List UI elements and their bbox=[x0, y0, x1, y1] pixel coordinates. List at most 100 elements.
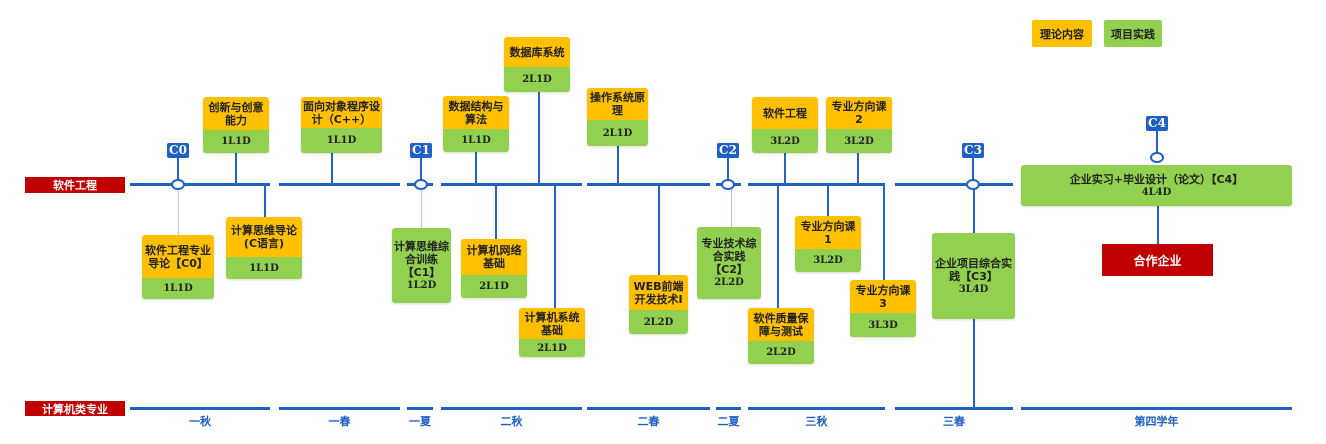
milestone-stem bbox=[1156, 131, 1158, 154]
course-code: 2L1D bbox=[587, 120, 648, 146]
course-box: 企业项目综合实践【C3】3L4D bbox=[932, 233, 1015, 319]
term-label: 三春 bbox=[943, 415, 965, 428]
course-code: 2L1D bbox=[461, 275, 527, 298]
milestone-stem bbox=[972, 158, 974, 181]
course-code: 3L3D bbox=[850, 313, 916, 337]
connector-line bbox=[331, 153, 333, 184]
connector-line bbox=[421, 190, 422, 228]
course-code: 1L1D bbox=[203, 130, 269, 153]
term-label: 二夏 bbox=[717, 415, 740, 428]
course-code: 2L2D bbox=[748, 341, 814, 364]
connector-line bbox=[827, 184, 829, 216]
course-title: 面向对象程序设计（C++） bbox=[301, 97, 382, 128]
course-title: 创新与创意能力 bbox=[203, 97, 269, 130]
milestone-node-icon bbox=[1150, 152, 1164, 163]
connector-line bbox=[235, 153, 237, 184]
course-title: 软件工程 bbox=[752, 97, 818, 129]
course-title: 计算思维导论(C语言) bbox=[226, 217, 302, 257]
top-track-label: 软件工程 bbox=[25, 177, 125, 193]
top-timeline-segment bbox=[441, 183, 582, 186]
term-label: 一春 bbox=[328, 415, 351, 428]
top-timeline-segment bbox=[279, 183, 400, 186]
course-code: 1L1D bbox=[301, 128, 382, 153]
milestone-stem bbox=[177, 158, 179, 181]
milestone-badge-c1: C1 bbox=[410, 143, 432, 158]
bottom-timeline-segment bbox=[279, 407, 400, 410]
course-code: 1L1D bbox=[226, 257, 302, 279]
course-title: 专业方向课3 bbox=[850, 280, 916, 313]
legend-theory: 理论内容 bbox=[1032, 20, 1092, 47]
connector-line bbox=[784, 153, 786, 184]
milestone-badge-c4: C4 bbox=[1146, 116, 1168, 131]
course-code: 3L4D bbox=[958, 283, 989, 295]
connector-line bbox=[658, 184, 660, 275]
term-label: 一秋 bbox=[189, 415, 211, 428]
course-code: 2L1D bbox=[504, 67, 570, 92]
course-title: 计算思维综合训练【C1】 bbox=[394, 239, 449, 279]
connector-line bbox=[731, 190, 732, 227]
term-label: 一夏 bbox=[409, 415, 431, 428]
top-timeline-segment bbox=[748, 183, 885, 186]
top-timeline-segment bbox=[130, 183, 270, 186]
course-box: 面向对象程序设计（C++）1L1D bbox=[301, 97, 382, 153]
partner-company: 合作企业 bbox=[1102, 244, 1213, 276]
course-code: 2L1D bbox=[519, 339, 585, 357]
course-title: 软件工程专业导论【C0】 bbox=[142, 235, 214, 278]
course-code: 1L2D bbox=[406, 279, 437, 291]
milestone-badge-c3: C3 bbox=[962, 143, 984, 158]
connector-line bbox=[554, 184, 556, 308]
term-label: 第四学年 bbox=[1134, 415, 1179, 428]
course-box: 计算思维导论(C语言)1L1D bbox=[226, 217, 302, 279]
term-label: 三秋 bbox=[805, 415, 828, 428]
course-title: WEB前端开发技术I bbox=[629, 275, 688, 310]
bottom-timeline-segment bbox=[895, 407, 1013, 410]
connector-line bbox=[178, 190, 179, 235]
connector-line bbox=[495, 184, 497, 239]
milestone-node-icon bbox=[721, 179, 735, 190]
bottom-track-label: 计算机类专业 bbox=[25, 401, 125, 416]
course-title: 数据结构与算法 bbox=[443, 96, 509, 129]
course-code: 3L2D bbox=[795, 249, 861, 272]
connector-line bbox=[617, 146, 619, 184]
term-label: 二春 bbox=[637, 415, 660, 428]
course-code: 2L2D bbox=[629, 310, 688, 334]
bottom-timeline-segment bbox=[407, 407, 433, 410]
legend-practice: 项目实践 bbox=[1104, 20, 1162, 47]
connector-line bbox=[857, 153, 859, 184]
milestone-stem bbox=[420, 158, 422, 181]
course-code: 3L2D bbox=[752, 129, 818, 153]
milestone-badge-c0: C0 bbox=[167, 143, 189, 158]
term-label: 二秋 bbox=[500, 415, 523, 428]
course-title: 企业实习+毕业设计（论文）【C4】 bbox=[1069, 172, 1244, 186]
course-box: 专业技术综合实践【C2】2L2D bbox=[697, 227, 761, 299]
course-title: 专业技术综合实践【C2】 bbox=[701, 237, 757, 276]
course-title: 操作系统原理 bbox=[587, 88, 648, 120]
course-code: 3L2D bbox=[826, 129, 892, 153]
connector-line bbox=[264, 184, 266, 217]
course-title: 专业方向课1 bbox=[795, 216, 861, 249]
course-code: 1L1D bbox=[443, 129, 509, 152]
course-title: 计算机系统基础 bbox=[519, 308, 585, 339]
course-code: 2L2D bbox=[714, 277, 744, 288]
course-code: 1L1D bbox=[142, 278, 214, 299]
milestone-node-icon bbox=[171, 179, 185, 190]
bottom-timeline-segment bbox=[716, 407, 741, 410]
bottom-timeline-segment bbox=[587, 407, 710, 410]
bottom-timeline-segment bbox=[441, 407, 582, 410]
connector-line bbox=[1157, 206, 1159, 244]
milestone-node-icon bbox=[414, 179, 428, 190]
milestone-node-icon bbox=[966, 179, 980, 190]
course-box: 企业实习+毕业设计（论文）【C4】4L4D bbox=[1021, 165, 1292, 206]
